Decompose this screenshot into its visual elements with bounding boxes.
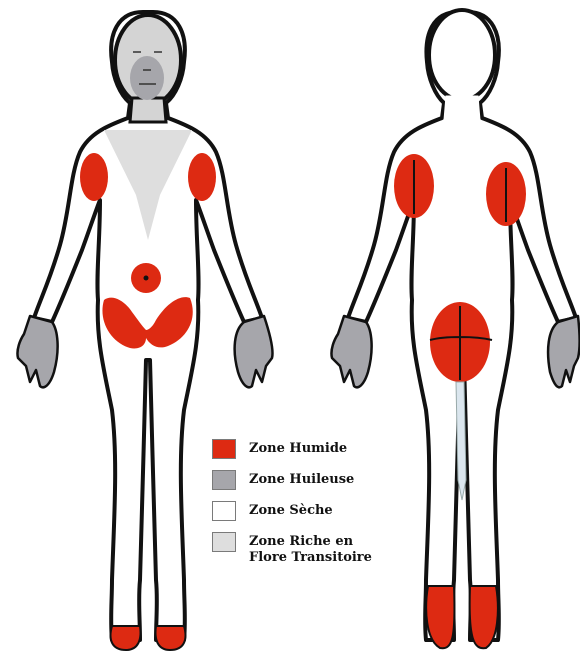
legend-swatch-humid [212,439,236,459]
legend: Zone Humide Zone Huileuse Zone Sèche Zon… [212,437,412,561]
legend-label-humid: Zone Humide [249,441,347,457]
front-navel-dot [144,276,149,281]
front-neck [130,98,166,122]
legend-swatch-oily [212,470,236,490]
front-right-armpit-zone [188,153,216,201]
legend-item-dry: Zone Sèche [212,499,412,530]
front-left-armpit-zone [80,153,108,201]
legend-item-transient: Zone Riche en Flore Transitoire [212,530,412,561]
back-right-hand [548,316,579,387]
back-neck [444,96,480,120]
legend-label-oily: Zone Huileuse [249,472,354,488]
front-right-hand [235,316,273,387]
legend-item-humid: Zone Humide [212,437,412,468]
legend-item-oily: Zone Huileuse [212,468,412,499]
legend-label-transient: Zone Riche en Flore Transitoire [249,534,372,566]
legend-swatch-dry [212,501,236,521]
front-right-foot [156,626,186,650]
front-face-oily-zone [130,56,164,100]
legend-swatch-transient [212,532,236,552]
legend-label-dry: Zone Sèche [249,503,333,519]
front-left-hand [17,316,57,387]
back-head [429,10,495,100]
front-left-foot [111,626,141,650]
back-right-foot [470,586,498,648]
back-left-hand [331,316,371,387]
